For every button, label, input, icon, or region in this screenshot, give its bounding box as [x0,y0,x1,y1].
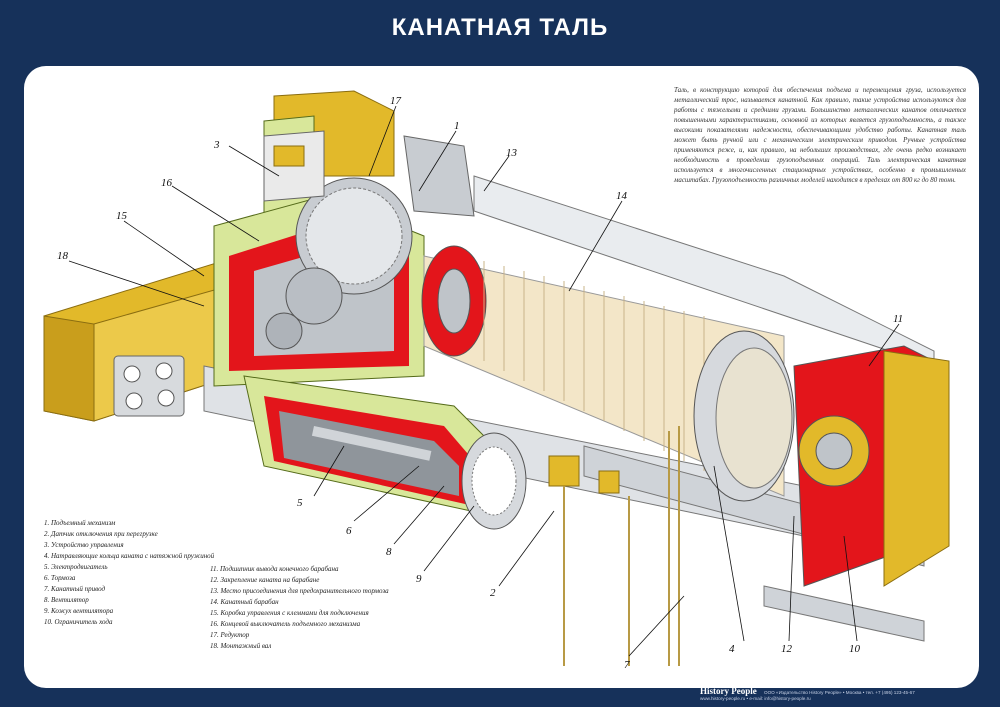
legend-item: 9. Кожух вентилятора [44,607,114,615]
rope-and-sensor [548,426,680,666]
callout-labels: 1 2 3 4 5 6 7 8 9 10 11 12 13 14 15 16 1… [57,95,903,671]
description-text: Таль, в конструкцию которой для обеспече… [674,87,966,184]
legend-item: 6. Тормоза [44,574,76,582]
legend-item: 15. Коробка управления с клеммами для по… [210,609,369,617]
callout-14: 14 [616,190,628,202]
legend-column-2: 11. Подшипник вывода конечного барабана … [210,564,450,652]
publisher-logo: History People [700,686,757,696]
publisher-line-2: www.history-people.ru • e-mail: info@his… [700,696,811,701]
callout-10: 10 [849,643,861,655]
callout-6: 6 [346,525,352,537]
legend-item: 5. Электродвигатель [44,563,108,571]
legend-item: 1. Подъемный механизм [44,519,116,527]
end-housing [793,345,950,587]
callout-5: 5 [297,497,303,509]
gear-housing [213,130,475,387]
callout-18: 18 [57,250,69,262]
callout-13: 13 [506,147,518,159]
legend-item: 7. Канатный привод [44,585,106,593]
callout-12: 12 [781,643,793,655]
callout-17: 17 [390,95,402,107]
legend-item: 18. Монтажный вал [210,642,272,650]
legend-item: 10. Ограничитель хода [44,618,113,626]
legend-item: 13. Место присоединения для предохраните… [210,587,389,595]
callout-11: 11 [893,313,903,325]
callout-9: 9 [416,573,422,585]
hoist-diagram: 1 2 3 4 5 6 7 8 9 10 11 12 13 14 15 16 1… [43,90,950,671]
callout-16: 16 [161,177,173,189]
motor [243,375,527,530]
rope-drum [421,245,795,502]
legend-item: 12. Закрепление каната на барабане [210,576,320,584]
legend-item: 17. Редуктор [210,631,250,639]
publisher-footer: History People ООО «Издательство History… [700,686,990,702]
callout-2: 2 [490,587,496,599]
legend-item: 14. Канатный барабан [210,598,279,606]
leader-lines [68,105,900,657]
callout-3: 3 [213,139,220,151]
content-panel: 1 2 3 4 5 6 7 8 9 10 11 12 13 14 15 16 1… [24,66,979,688]
legend-item: 4. Натравляющие кольца каната с натяжной… [44,552,215,560]
legend-item: 3. Устройство управления [44,541,124,549]
legend-item: 11. Подшипник вывода конечного барабана [210,565,339,573]
poster-title: КАНАТНАЯ ТАЛЬ [391,14,609,41]
callout-7: 7 [624,659,630,671]
callout-1: 1 [454,120,460,132]
legend-item: 2. Датчик отключения при перегрузке [44,530,158,538]
legend-item: 8. Вентилятор [44,596,89,604]
publisher-line-1: ООО «Издательство History People» • Моск… [764,690,915,695]
callout-15: 15 [116,210,128,222]
callout-4: 4 [729,643,735,655]
legend-item: 16. Концевой выключатель подъемного меха… [210,620,361,628]
callout-8: 8 [386,546,392,558]
legend-column-1: 1. Подъемный механизм 2. Датчик отключен… [44,518,219,628]
